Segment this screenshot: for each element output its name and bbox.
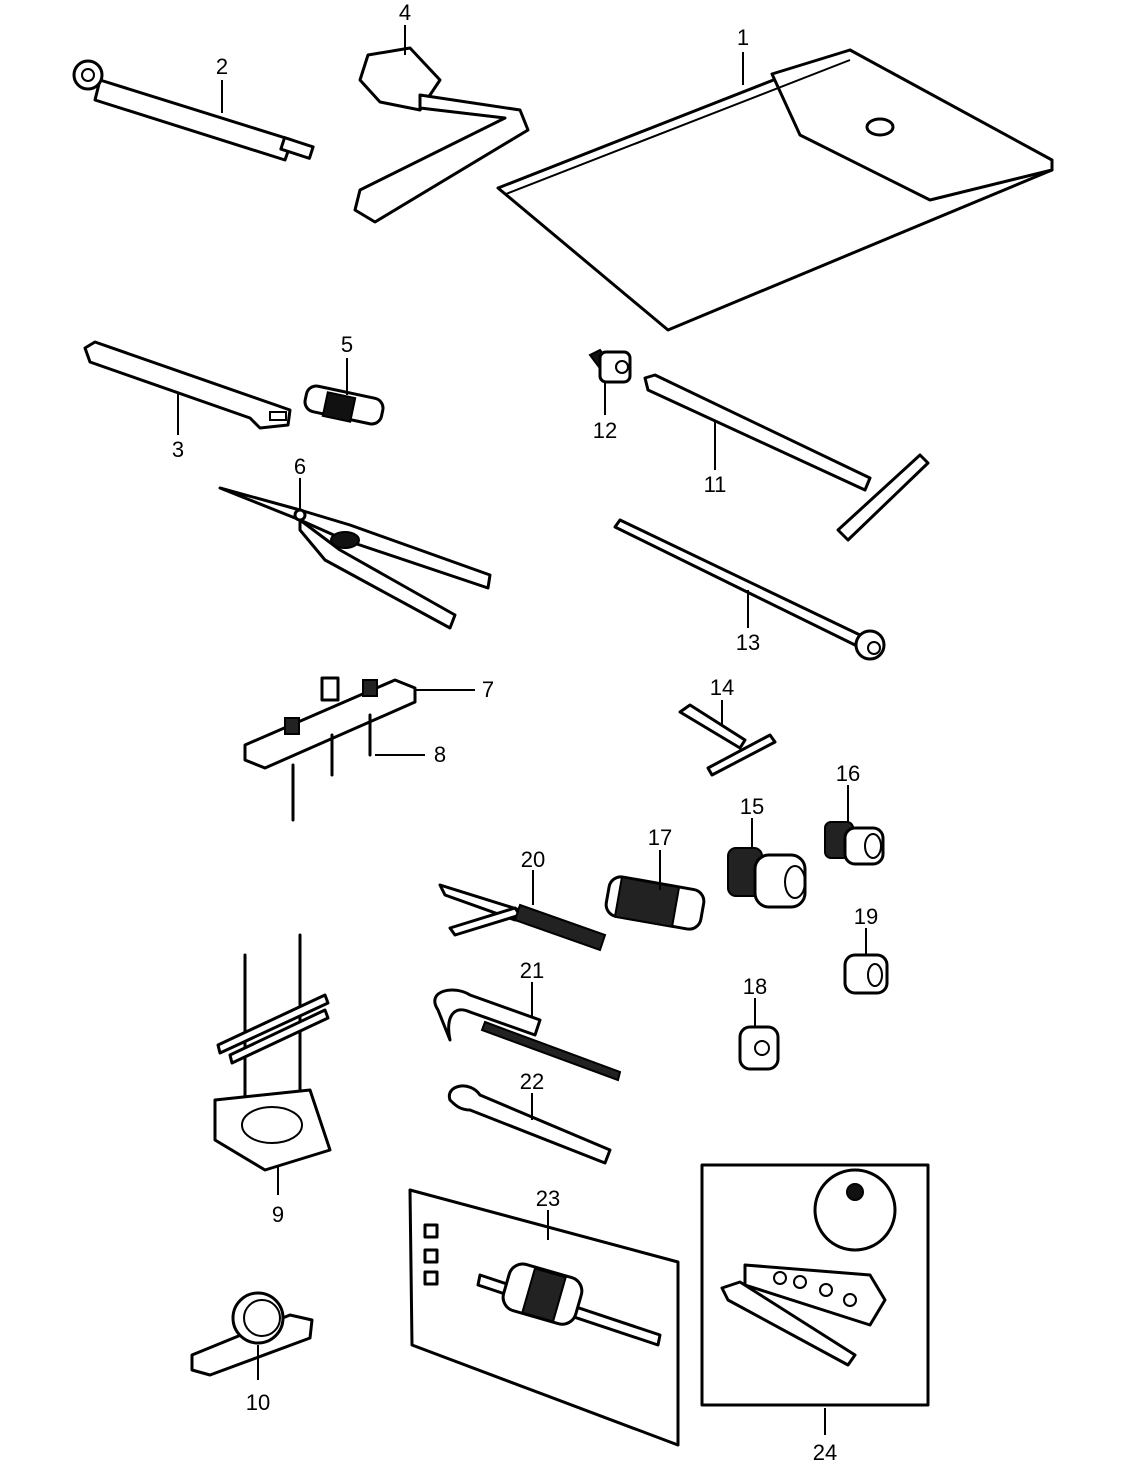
part-14-t-tool — [678, 703, 777, 777]
callout-14: 14 — [710, 675, 734, 700]
part-8-puller-bolts — [291, 713, 372, 822]
callout-11: 11 — [704, 472, 727, 497]
part-23-slide-hammer-kit — [408, 1188, 680, 1447]
part-2-box-wrench-bar — [72, 59, 315, 162]
part-16-bushing — [824, 821, 885, 866]
part-18-collar — [738, 1025, 780, 1071]
callout-12: 12 — [593, 418, 617, 443]
part-21-hook-wrench — [433, 988, 622, 1082]
part-13-rod — [613, 518, 886, 661]
part-11-t-handle — [643, 373, 930, 542]
callout-23: 23 — [536, 1186, 560, 1211]
callout-17: 17 — [648, 825, 672, 850]
callout-19: 19 — [854, 904, 878, 929]
callout-24: 24 — [813, 1440, 837, 1465]
callout-10: 10 — [246, 1390, 270, 1415]
callout-18: 18 — [743, 974, 767, 999]
callout-6: 6 — [294, 454, 306, 479]
callout-22: 22 — [520, 1069, 544, 1094]
part-3-open-wrench — [83, 340, 292, 430]
part-1-tool-pouch — [496, 48, 1054, 332]
callout-4: 4 — [399, 0, 411, 25]
callout-16: 16 — [836, 761, 860, 786]
part-6-circlip-pliers — [218, 486, 492, 630]
part-20-pliers-tool — [438, 883, 607, 952]
callout-20: 20 — [521, 847, 545, 872]
part-15-driver — [727, 847, 807, 909]
part-4-crank-handle — [353, 46, 530, 224]
part-19-spacer — [843, 953, 889, 995]
callout-21: 21 — [520, 958, 544, 983]
part-24-gear-holder-kit — [700, 1163, 930, 1407]
part-22-spanner — [447, 1084, 612, 1165]
part-10-dial-gauge — [190, 1291, 314, 1377]
callout-5: 5 — [341, 332, 353, 357]
callout-8: 8 — [434, 742, 446, 767]
callout-9: 9 — [272, 1202, 284, 1227]
part-17-knurled-driver — [604, 875, 706, 931]
callout-15: 15 — [740, 794, 764, 819]
callout-2: 2 — [216, 54, 228, 79]
part-9-puller-stand — [213, 933, 332, 1172]
part-12-socket — [588, 348, 632, 384]
callout-3: 3 — [172, 437, 184, 462]
callout-13: 13 — [736, 630, 760, 655]
part-5-socket-adapter — [303, 384, 385, 426]
callout-7: 7 — [482, 677, 494, 702]
part-7-puller-plate — [243, 676, 417, 770]
callout-1: 1 — [737, 25, 749, 50]
